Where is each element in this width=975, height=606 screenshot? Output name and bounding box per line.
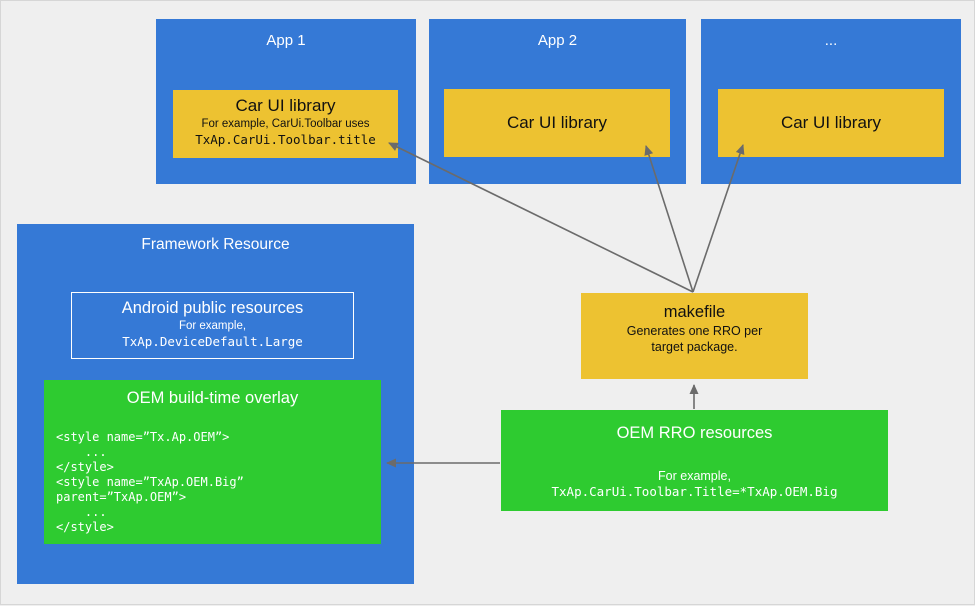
oem-rro-resources-title: OEM RRO resources [616, 424, 773, 442]
app-ellipsis-box: ... Car UI library [701, 19, 961, 184]
oem-buildtime-overlay-title: OEM build-time overlay [126, 389, 299, 407]
overlay-code-line: ... [56, 505, 107, 519]
app1-box: App 1 Car UI library For example, CarUi.… [156, 19, 416, 184]
makefile-note: Generates one RRO per target package. [626, 324, 763, 354]
oem-rro-resources-note: For example, [658, 469, 731, 483]
overlay-code-line: <style name=”Tx.Ap.OEM”> [56, 430, 230, 444]
overlay-code-line: parent=”TxAp.OEM”> [56, 490, 187, 504]
makefile-box: makefile Generates one RRO per target pa… [581, 293, 808, 379]
android-public-resources-note: For example, [178, 320, 247, 332]
app1-carui-library-title: Car UI library [235, 96, 336, 115]
android-public-resources-title: Android public resources [121, 299, 304, 317]
app1-carui-library-note: For example, CarUi.Toolbar uses [201, 118, 370, 130]
app1-carui-library-code: TxAp.CarUi.Toolbar.title [195, 132, 376, 147]
app-ellipsis-title: ... [824, 32, 838, 49]
overlay-code-line: ... [56, 445, 107, 459]
app2-carui-library-title: Car UI library [506, 113, 608, 132]
app1-title: App 1 [266, 32, 306, 49]
overlay-code-line: </style> [56, 460, 114, 474]
framework-resource-box: Framework Resource Android public resour… [17, 224, 414, 584]
oem-buildtime-overlay-box: OEM build-time overlay <style name=”Tx.A… [44, 380, 381, 544]
app2-carui-library-box: Car UI library [444, 89, 670, 157]
framework-resource-title: Framework Resource [141, 236, 290, 253]
oem-rro-resources-box: OEM RRO resources For example, TxAp.CarU… [501, 410, 888, 511]
oem-buildtime-overlay-code: <style name=”Tx.Ap.OEM”> ... </style> <s… [44, 430, 381, 535]
overlay-code-line: <style name=”TxAp.OEM.Big” [56, 475, 244, 489]
overlay-code-line: </style> [56, 520, 114, 534]
app2-box: App 2 Car UI library [429, 19, 686, 184]
android-public-resources-code: TxAp.DeviceDefault.Large [122, 334, 303, 349]
app2-title: App 2 [537, 32, 578, 49]
app-ellipsis-carui-library-title: Car UI library [780, 113, 882, 132]
oem-rro-resources-code: TxAp.CarUi.Toolbar.Title=*TxAp.OEM.Big [551, 484, 838, 499]
app1-carui-library-box: Car UI library For example, CarUi.Toolba… [173, 90, 398, 158]
app-ellipsis-carui-library-box: Car UI library [718, 89, 944, 157]
makefile-title: makefile [663, 303, 726, 321]
android-public-resources-box: Android public resources For example, Tx… [71, 292, 354, 359]
